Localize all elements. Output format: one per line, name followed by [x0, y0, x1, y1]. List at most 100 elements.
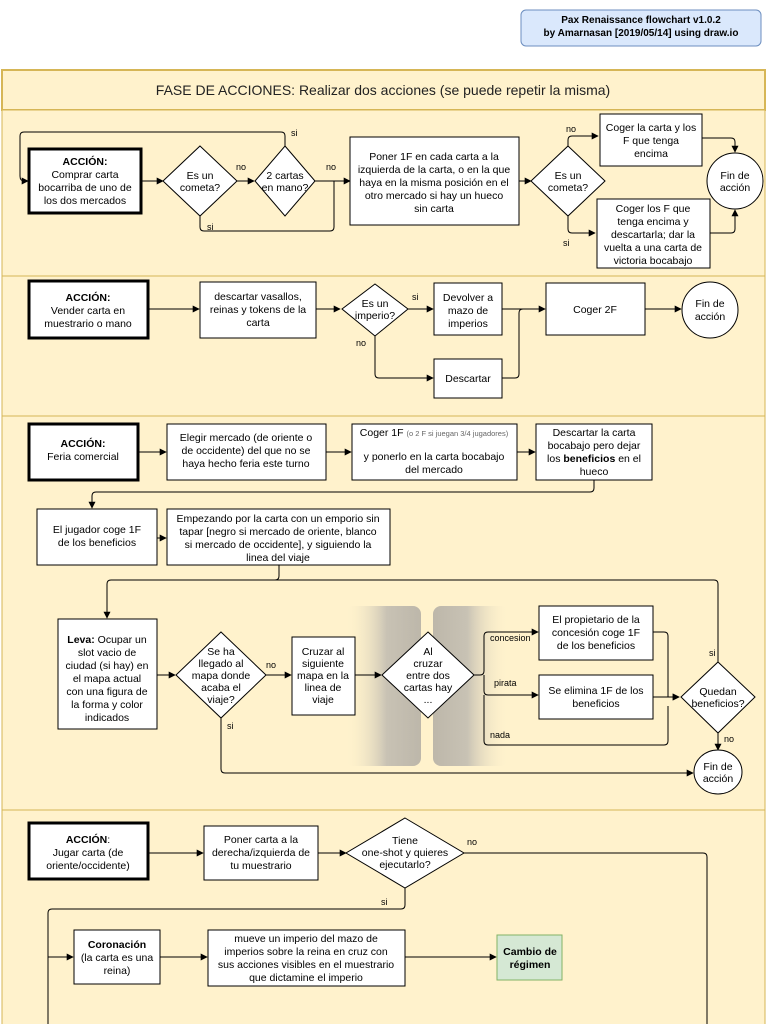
label-si-empire: si — [412, 292, 419, 302]
drop-line-1: Descartar — [445, 373, 491, 385]
action-play-line-1: Jugar carta (de — [53, 847, 124, 859]
place-line-5: sin carta — [414, 203, 454, 215]
edge-arrived-si — [220, 718, 694, 777]
action-sell-line-1: Vender carta en — [51, 305, 125, 317]
discard-line-3: carta — [246, 317, 270, 329]
action-buy-title: ACCIÓN: — [63, 155, 108, 168]
end-2-line-1: Fin de — [695, 298, 724, 310]
return-line-2: mazo de — [448, 305, 488, 317]
box-hide-card — [535, 423, 653, 481]
edge-take-to-end — [702, 137, 739, 153]
edge-si-loop-bottom — [199, 181, 335, 232]
crossing-q-5: ... — [424, 694, 433, 706]
section-sell: ACCIÓN: Vender carta en muestrario o man… — [27, 279, 739, 399]
hide-line-3: los beneficios en el — [547, 453, 641, 465]
label-no-empire: no — [356, 338, 366, 348]
edge-empire-no — [374, 336, 434, 382]
decision-is-comet-2 — [530, 145, 606, 217]
regime-line-2: régimen — [510, 959, 551, 971]
credit-line-1: Pax Renaissance flowchart v1.0.2 — [561, 15, 721, 26]
left-q-1: Quedan — [699, 686, 737, 698]
edge-oneshot-si — [47, 888, 406, 1024]
comet-q-2: cometa? — [180, 182, 220, 194]
remove-line-1: Se elimina 1F de los — [548, 685, 643, 697]
player-line-2: de los beneficios — [58, 537, 136, 549]
oneshot-q-2: one-shot y quieres — [362, 847, 448, 859]
empire-q-1: Es un — [362, 298, 389, 310]
label-nada: nada — [490, 730, 510, 740]
hide-line-3-c: en el — [615, 453, 641, 465]
player-line-1: El jugador coge 1F — [53, 524, 141, 536]
arrived-q-3: mapa donde — [192, 670, 251, 682]
label-si-bottom: si — [207, 222, 214, 232]
arrived-q-2: llegado al — [199, 658, 244, 670]
decision-florins-left — [680, 661, 756, 734]
edge-concesion — [474, 628, 539, 676]
box-coronation — [73, 929, 161, 985]
start-line-3: si mercado de occidente], y siguiendo la — [185, 539, 372, 551]
choose-line-3: haya hecho feria este turno — [182, 458, 309, 470]
return-line-3: imperios — [448, 318, 488, 330]
leva-bold: Leva: — [67, 634, 94, 646]
move-line-1: mueve un imperio del mazo de — [234, 933, 378, 945]
place-line-2: izquierda de la carta, o en la que — [358, 164, 511, 176]
place-card-line-2: derecha/izquierda de — [212, 847, 310, 859]
box-player-takes — [36, 508, 158, 566]
box-take-florin — [351, 423, 518, 481]
crossing-q-4: cartas hay — [404, 682, 453, 694]
edge-si-loop-top — [19, 131, 286, 185]
cards-q-1: 2 cartas — [266, 170, 303, 182]
leva-line-6: la forma y color — [71, 699, 143, 711]
empire-q-2: imperio? — [355, 310, 395, 322]
comet-card-line-5: victoria bocabajo — [614, 255, 693, 267]
label-no-1: no — [236, 162, 246, 172]
edge-owner-to-left — [653, 631, 680, 701]
action-play-box — [27, 821, 150, 881]
label-concesion: concesion — [490, 633, 531, 643]
action-fair-line-1: Feria comercial — [47, 451, 119, 463]
take-florin-small: (o 2 F si juegan 3/4 jugadores) — [406, 429, 508, 438]
left-q-2: beneficios? — [691, 698, 744, 710]
hide-line-2: bocabajo pero dejar — [548, 440, 641, 452]
action-fair-box — [27, 422, 140, 482]
box-place-florins — [349, 136, 520, 226]
box-owner-takes — [538, 605, 654, 661]
owner-line-1: El propietario de la — [552, 614, 640, 626]
edge-comet2-no — [567, 132, 599, 146]
discard-line-2: reinas y tokens de la — [210, 304, 306, 316]
box-discard — [433, 358, 503, 399]
label-arrived-si: si — [227, 721, 234, 731]
decision-is-comet — [162, 145, 238, 217]
take-florin-line-2: y ponerlo en la carta bocabajo — [364, 451, 505, 463]
leva-line-2: slot vacio de — [78, 647, 137, 659]
oneshot-q-1: Tiene — [392, 835, 418, 847]
box-place-card — [203, 825, 319, 881]
edge-left-si-loop — [111, 579, 719, 662]
shade-column-left — [345, 606, 421, 766]
end-action-2 — [681, 281, 739, 339]
start-line-1: Empezando por la carta con un emporio si… — [176, 513, 379, 525]
leva-line-3: ciudad (si hay) en — [66, 660, 149, 672]
leva-line-4: el mapa actual — [73, 673, 141, 685]
box-take-card — [599, 113, 703, 167]
label-left-si: si — [709, 648, 716, 658]
box-remove-florin — [538, 674, 654, 720]
label-pirata: pirata — [494, 678, 517, 688]
box-cross-next — [291, 636, 356, 716]
end-3-line-2: acción — [703, 773, 734, 785]
crown-line-2: reina) — [104, 965, 131, 977]
action-fair-title: ACCIÓN: — [61, 437, 106, 450]
move-line-4: que dictamine el imperio — [249, 972, 363, 984]
comet2-q-2: cometa? — [548, 182, 588, 194]
arrived-q-4: acaba el — [201, 682, 241, 694]
action-buy-line-1: Comprar carta — [51, 169, 118, 181]
box-choose-market — [166, 423, 327, 481]
cross-line-4: linea de — [305, 682, 342, 694]
place-line-4: otro mercado si hay un hueco — [365, 190, 503, 202]
label-si-top: si — [291, 128, 298, 138]
crown-line-1: (la carta es una — [81, 952, 154, 964]
hide-line-1: Descartar la carta — [553, 427, 636, 439]
box-take-2f — [545, 282, 646, 336]
end-action-1 — [706, 152, 764, 210]
comet-card-line-3: descartarla; dar la — [611, 229, 695, 241]
